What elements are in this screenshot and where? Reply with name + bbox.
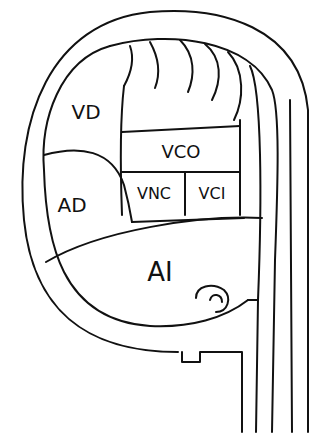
partition (122, 171, 240, 173)
region-label: AD (57, 195, 86, 215)
region-label: VNC (137, 186, 171, 202)
band-line (150, 42, 158, 88)
band-line (228, 52, 241, 120)
partition (132, 218, 244, 222)
band-line (250, 66, 260, 432)
partition (46, 218, 262, 262)
septum (121, 86, 124, 215)
region-label: VCI (199, 186, 226, 202)
valve-structure (196, 286, 228, 312)
region-label: VCO (161, 143, 200, 161)
partition (44, 150, 132, 222)
tube-base (182, 352, 242, 432)
valve-structure (210, 295, 222, 302)
partition (122, 126, 240, 132)
band-edge (110, 39, 278, 432)
band-line (124, 46, 132, 86)
band-line (205, 44, 219, 100)
partition (184, 172, 186, 215)
region-label: VD (71, 102, 100, 122)
partition (239, 120, 241, 215)
tube-line (290, 100, 292, 432)
band-line (180, 40, 193, 92)
region-label: AI (147, 259, 172, 285)
vessel (248, 299, 258, 301)
outer-outline (22, 11, 308, 432)
